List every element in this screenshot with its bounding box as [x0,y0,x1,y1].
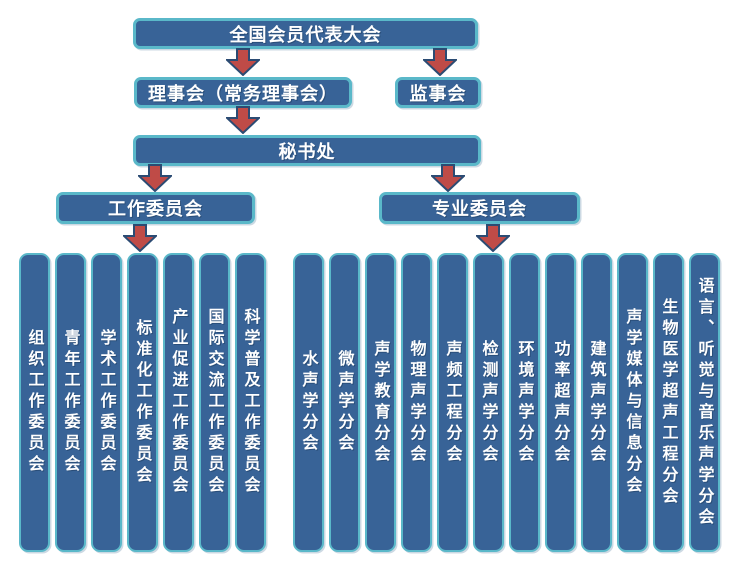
committee-label: 国际交流工作委员会 [205,308,225,497]
committee-column: 国际交流工作委员会 [199,253,230,552]
committee-label: 语言、听觉与音乐声学分会 [695,276,715,529]
committee-column: 科学普及工作委员会 [235,253,266,552]
committee-label: 功率超声分会 [551,339,571,466]
committee-column: 青年工作委员会 [55,253,86,552]
committee-column: 声频工程分会 [437,253,468,552]
committee-label: 标准化工作委员会 [133,318,153,487]
committee-label: 微声学分会 [335,350,355,455]
committee-column: 环境声学分会 [509,253,540,552]
committee-column: 产业促进工作委员会 [163,253,194,552]
down-arrow-icon [431,164,465,192]
committee-label: 声频工程分会 [443,339,463,466]
committee-column: 声学媒体与信息分会 [617,253,648,552]
committee-label: 建筑声学分会 [587,339,607,466]
node-national-congress: 全国会员代表大会 [133,18,478,49]
committee-column: 语言、听觉与音乐声学分会 [689,253,720,552]
committee-column: 微声学分会 [329,253,360,552]
committee-column: 功率超声分会 [545,253,576,552]
committee-column: 生物医学超声工程分会 [653,253,684,552]
node-professional-committee: 专业委员会 [379,192,580,224]
committee-label: 物理声学分会 [407,339,427,466]
committee-label: 水声学分会 [299,350,319,455]
committee-column: 水声学分会 [293,253,324,552]
working-committee-columns: 组织工作委员会 青年工作委员会 学术工作委员会 标准化工作委员会 产业促进工作委… [19,253,266,552]
committee-label: 声学教育分会 [371,339,391,466]
node-working-committee: 工作委员会 [56,192,255,224]
committee-column: 标准化工作委员会 [127,253,158,552]
committee-column: 学术工作委员会 [91,253,122,552]
down-arrow-icon [476,224,510,252]
committee-column: 声学教育分会 [365,253,396,552]
committee-column: 组织工作委员会 [19,253,50,552]
committee-column: 检测声学分会 [473,253,504,552]
committee-label: 检测声学分会 [479,339,499,466]
committee-column: 物理声学分会 [401,253,432,552]
committee-label: 组织工作委员会 [25,329,45,476]
committee-label: 学术工作委员会 [97,329,117,476]
committee-label: 环境声学分会 [515,339,535,466]
node-secretariat: 秘书处 [133,135,481,166]
down-arrow-icon [226,48,260,76]
down-arrow-icon [138,164,172,192]
committee-label: 青年工作委员会 [61,329,81,476]
down-arrow-icon [226,106,260,134]
node-council: 理事会（常务理事会） [134,77,352,108]
node-supervisory-board: 监事会 [395,77,481,108]
committee-label: 声学媒体与信息分会 [623,308,643,497]
committee-column: 建筑声学分会 [581,253,612,552]
down-arrow-icon [123,224,157,252]
down-arrow-icon [423,48,457,76]
committee-label: 产业促进工作委员会 [169,308,189,497]
committee-label: 生物医学超声工程分会 [659,297,679,508]
professional-committee-columns: 水声学分会 微声学分会 声学教育分会 物理声学分会 声频工程分会 检测声学分会 … [293,253,720,552]
committee-label: 科学普及工作委员会 [241,308,261,497]
